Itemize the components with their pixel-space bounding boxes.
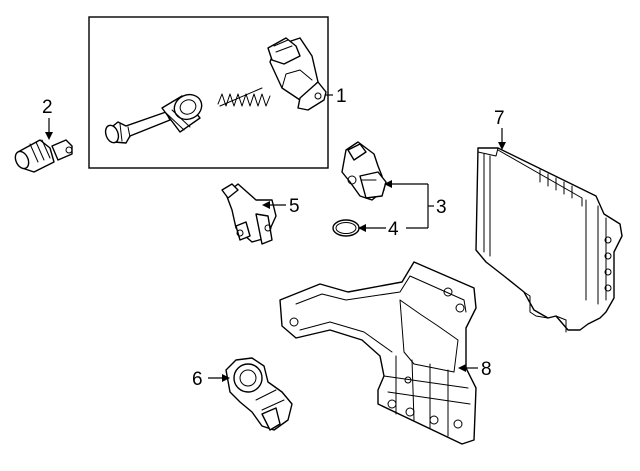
sensor-part-5[interactable] xyxy=(221,183,277,245)
callout-7: 7 xyxy=(494,108,505,129)
coil-spring[interactable] xyxy=(217,87,271,107)
arrow-2 xyxy=(45,132,53,140)
coil-pack[interactable] xyxy=(267,37,327,111)
sensor-part-2[interactable] xyxy=(13,139,73,173)
callout-1: 1 xyxy=(336,86,347,107)
part-1-group-box xyxy=(88,16,329,169)
arrow-5 xyxy=(262,201,270,209)
arrow-7 xyxy=(498,142,506,150)
engine-control-module[interactable] xyxy=(475,147,623,333)
callout-6: 6 xyxy=(192,369,203,390)
arrow-6 xyxy=(222,374,230,382)
callout-5: 5 xyxy=(289,196,300,217)
mounting-bracket[interactable] xyxy=(279,261,477,445)
arrow-4 xyxy=(358,224,366,232)
callout-2: 2 xyxy=(42,97,53,118)
arrow-8 xyxy=(458,364,466,372)
callout-8: 8 xyxy=(481,359,492,380)
arrow-3 xyxy=(384,180,392,188)
ignition-coil[interactable] xyxy=(103,90,205,144)
sensor-part-3[interactable] xyxy=(341,141,387,201)
callout-3: 3 xyxy=(436,197,447,218)
o-ring[interactable] xyxy=(332,219,360,237)
callout-4: 4 xyxy=(388,219,399,240)
knock-sensor[interactable] xyxy=(225,357,293,431)
